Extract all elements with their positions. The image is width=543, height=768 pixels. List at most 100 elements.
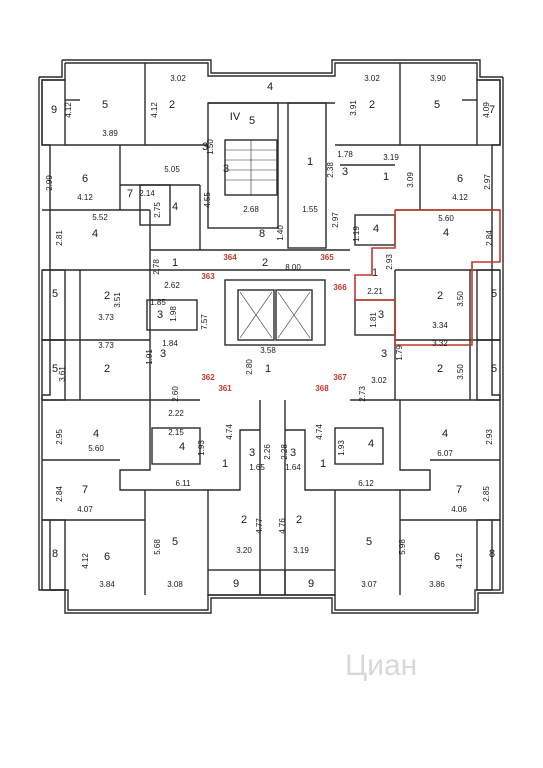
dimension-d57: 2.95 (55, 429, 64, 445)
room-number-r39: 4 (93, 428, 99, 440)
dimension-d65: 1.93 (337, 440, 346, 456)
room-number-r33: 5 (52, 363, 58, 375)
dimension-d84: 3.84 (99, 580, 115, 589)
dimension-d78: 4.76 (278, 518, 287, 534)
dimension-d47: 3.32 (432, 339, 448, 348)
dimension-d62: 1.93 (197, 440, 206, 456)
dimension-d70: 6.11 (176, 479, 192, 488)
dimension-d3: 3.90 (430, 74, 446, 83)
dimension-d27: 2.81 (55, 230, 64, 246)
room-number-r54: 5 (366, 536, 372, 548)
dimension-d60: 4.74 (315, 424, 324, 440)
dimension-d48: 1.91 (145, 349, 154, 365)
room-number-r46: 1 (320, 458, 326, 470)
room-number-r23: 2 (262, 257, 268, 269)
dimension-d10: 1.78 (337, 150, 353, 159)
dimension-d45: 3.73 (98, 341, 114, 350)
room-number-r44: 4 (442, 428, 448, 440)
room-number-r57: 9 (233, 578, 239, 590)
apartment-number-a2: 365 (320, 253, 334, 262)
dimension-d36: 3.51 (113, 292, 122, 308)
room-number-r4: 5 (102, 99, 108, 111)
dimension-d51: 2.80 (245, 359, 254, 375)
dimension-d15: 3.09 (406, 172, 415, 188)
dimension-d59: 4.74 (225, 424, 234, 440)
dimension-d12: 2.99 (45, 175, 54, 191)
room-number-r40: 4 (179, 441, 185, 453)
room-number-r6: 9 (51, 104, 57, 116)
dimension-d43: 3.34 (432, 321, 448, 330)
dimension-d28: 1.40 (276, 225, 285, 241)
dimension-d74: 4.07 (77, 505, 93, 514)
apartment-number-a8: 367 (333, 373, 347, 382)
dimension-d80: 4.12 (81, 553, 90, 569)
room-number-r48: 7 (456, 484, 462, 496)
dimension-d7: 4.09 (482, 102, 491, 118)
dimension-d53: 3.50 (456, 364, 465, 380)
dimension-d30: 2.84 (485, 230, 494, 246)
room-number-r35: 1 (265, 363, 271, 375)
dimension-d17: 4.12 (452, 193, 468, 202)
room-number-r13: 3 (342, 166, 348, 178)
dimension-d16: 2.97 (483, 174, 492, 190)
dimension-d75: 4.06 (451, 505, 467, 514)
room-number-r45: 1 (222, 458, 228, 470)
room-number-r16: 6 (457, 173, 463, 185)
dimension-d61: 2.93 (485, 429, 494, 445)
room-number-r36: 3 (381, 348, 387, 360)
room-number-r27: 2 (104, 290, 110, 302)
room-number-r37: 2 (437, 363, 443, 375)
apartment-number-a1: 364 (223, 253, 237, 262)
dimension-d56: 2.22 (168, 409, 184, 418)
dimension-d37: 3.50 (456, 291, 465, 307)
dimension-d38: 1.85 (150, 298, 166, 307)
dimension-d54: 2.60 (171, 386, 180, 402)
room-number-r52: 2 (241, 514, 247, 526)
dimension-d32: 2.78 (152, 259, 161, 275)
room-number-r56: 8 (489, 548, 495, 560)
room-number-r24: 1 (172, 257, 178, 269)
room-number-r14: 1 (383, 171, 389, 183)
dimension-d39: 1.98 (169, 306, 178, 322)
dimension-d50: 3.61 (58, 366, 67, 382)
room-number-r12: 3 (223, 163, 229, 175)
dimension-d11: 3.19 (383, 153, 399, 162)
dimension-d29: 1.19 (352, 226, 361, 242)
dimension-d64: 2.28 (280, 444, 289, 460)
dimension-d5: 4.12 (150, 102, 159, 118)
apartment-number-a5: 362 (201, 373, 215, 382)
dimension-d34: 2.62 (164, 281, 180, 290)
room-number-r15: 6 (82, 173, 88, 185)
dimension-d46: 3.58 (260, 346, 276, 355)
room-number-r3: 5 (249, 115, 255, 127)
dimension-d1: 3.02 (170, 74, 186, 83)
dimension-d8: 3.89 (102, 129, 118, 138)
room-number-r42: 3 (290, 447, 296, 459)
room-number-r17: 7 (127, 188, 133, 200)
apartment-number-a7: 368 (315, 384, 329, 393)
dimension-d19: 4.55 (203, 192, 212, 208)
room-number-r28: 3 (157, 309, 163, 321)
dimension-d55: 2.73 (358, 386, 367, 402)
dimension-d25: 2.97 (331, 212, 340, 228)
dimension-d41: 1.81 (369, 312, 378, 328)
room-number-r7: 2 (369, 99, 375, 111)
dimension-d40: 7.57 (200, 314, 209, 330)
apartment-number-a3: 363 (201, 272, 215, 281)
dimension-d86: 3.07 (361, 580, 377, 589)
apartment-number-a4: 366 (333, 283, 347, 292)
dimension-d4: 4.12 (64, 102, 73, 118)
dimension-d66: 5.60 (88, 444, 104, 453)
dimension-d73: 2.85 (482, 486, 491, 502)
apartment-number-a6: 361 (218, 384, 232, 393)
dimension-d24: 5.52 (92, 213, 108, 222)
dimension-d44: 1.84 (162, 339, 178, 348)
room-number-r2: IV (230, 111, 241, 123)
room-number-r18: 4 (172, 201, 178, 213)
room-number-r25: 1 (372, 267, 378, 279)
room-number-r21: 4 (373, 223, 379, 235)
dimension-d58: 2.15 (168, 428, 184, 437)
room-number-r11: 1 (307, 156, 313, 168)
